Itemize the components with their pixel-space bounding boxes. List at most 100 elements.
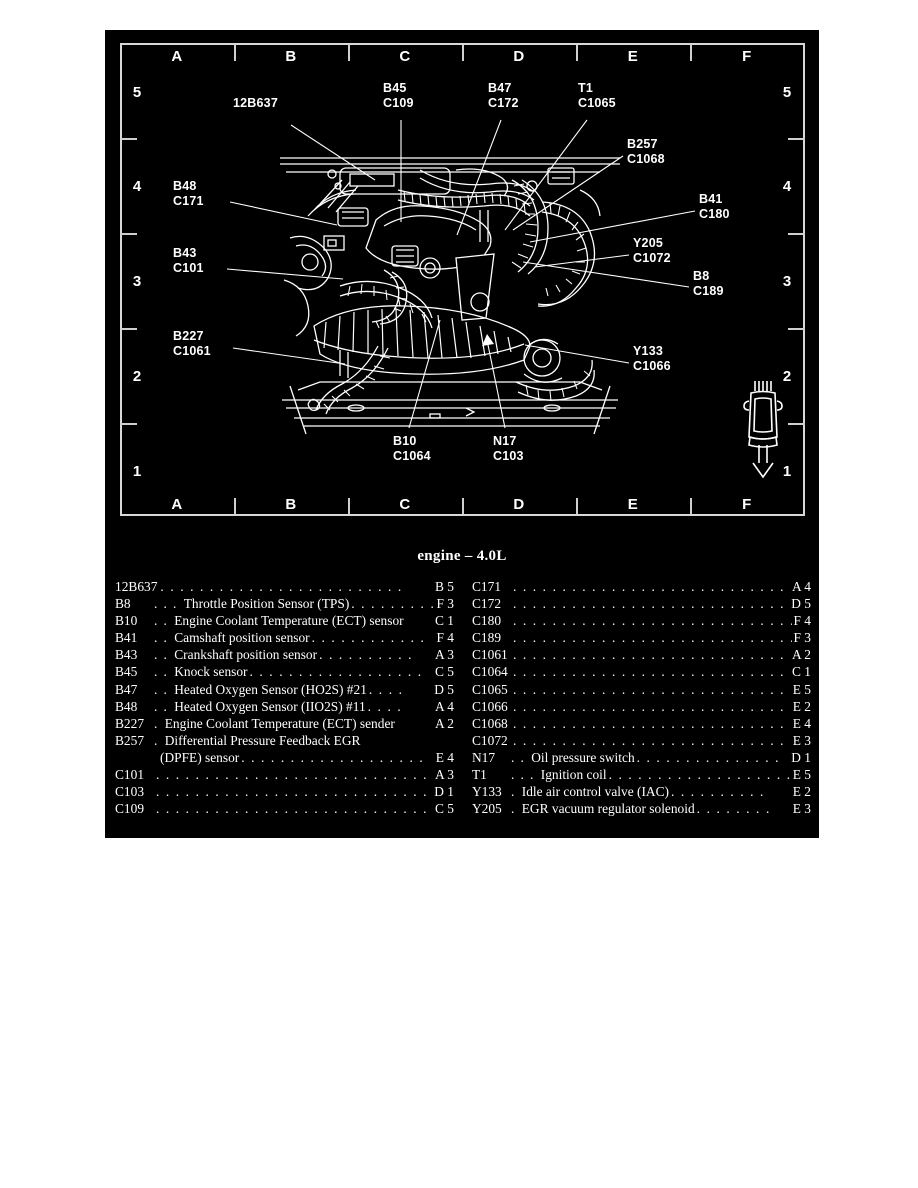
legend-description: Heated Oxygen Sensor (HO2S) #21 — [174, 681, 367, 697]
callout-line: C172 — [488, 96, 519, 110]
grid-row-label-left-2: 2 — [132, 368, 142, 385]
legend-grid-ref: E 3 — [792, 732, 811, 748]
legend-row: C1066 . . . . . . . . . . . . . . . . . .… — [472, 698, 811, 715]
callout-line: Y133 — [633, 344, 663, 358]
legend-dot-leader: . . . . . . . . . . . . . . . . . . . . … — [513, 698, 786, 714]
legend-row: B43. .Crankshaft position sensor. . . . … — [115, 646, 454, 663]
grid-col-label-top-d: D — [513, 48, 525, 65]
legend-grid-ref: E 3 — [792, 801, 811, 817]
legend-row: C171. . . . . . . . . . . . . . . . . . … — [472, 578, 811, 595]
legend-row: Y133.Idle air control valve (IAC). . . .… — [472, 783, 811, 800]
legend-dot-leader: . . . . . . . . . . . . . . . . . . . . … — [513, 664, 786, 680]
grid-col-tick — [348, 498, 350, 514]
grid-col-tick — [234, 498, 236, 514]
legend-dot-leader: . . . . — [367, 698, 403, 714]
legend-row: C189. . . . . . . . . . . . . . . . . . … — [472, 629, 811, 646]
legend-dot-leader: . . . . . . . . . . . . . . . . . . . . … — [156, 801, 434, 817]
grid-col-label-bottom-d: D — [513, 496, 525, 513]
engine-bay-illustration — [280, 157, 620, 435]
legend-grid-ref: A 4 — [435, 698, 454, 714]
legend-grid-ref: F 4 — [436, 630, 455, 646]
legend-column-right: C171. . . . . . . . . . . . . . . . . . … — [462, 578, 819, 817]
legend-description: Ignition coil — [540, 767, 607, 783]
grid-row-label-left-5: 5 — [132, 84, 142, 101]
legend-code-dots: . . . — [511, 767, 535, 783]
grid-row-label-right-3: 3 — [782, 273, 792, 290]
legend-grid-ref: D 5 — [791, 596, 811, 612]
legend-row: C1064. . . . . . . . . . . . . . . . . .… — [472, 663, 811, 680]
grid-col-tick — [576, 498, 578, 514]
grid-col-tick — [234, 45, 236, 61]
legend-dot-leader: . . . . . . . . . . . . . . . . . . . . … — [513, 647, 786, 663]
grid-row-tick — [788, 138, 805, 140]
legend-code: B10 — [115, 613, 138, 629]
grid-frame-right — [803, 43, 805, 516]
grid-row-label-right-4: 4 — [782, 178, 792, 195]
legend-code: C1072 — [472, 732, 508, 748]
figure-title: engine – 4.0L — [417, 548, 507, 564]
callout-line: C101 — [173, 261, 204, 275]
legend-row: B227. Engine Coolant Temperature (ECT) se… — [115, 715, 454, 732]
component-locator-grid: A B C D E F A B C D E F 5 4 3 2 1 5 4 3 … — [105, 30, 819, 530]
legend-row: Y205.EGR vacuum regulator solenoid. . . … — [472, 800, 811, 817]
legend-code: 12B637 — [115, 579, 158, 594]
grid-row-tick — [788, 423, 805, 425]
callout-b48: B48 C171 — [173, 179, 204, 209]
legend-row: C180. . . . . . . . . . . . . . . . . . … — [472, 612, 811, 629]
figure-panel: A B C D E F A B C D E F 5 4 3 2 1 5 4 3 … — [105, 30, 819, 838]
legend-dot-leader: . . . . . . . . . . — [319, 647, 414, 663]
legend-dot-leader: . . . . . . . . — [696, 801, 771, 817]
legend-description: Differential Pressure Feedback EGR — [164, 732, 361, 748]
legend-row: B8. . .Throttle Position Sensor (TPS). .… — [115, 595, 454, 612]
legend-dot-leader: . . . . . . . . . . . . . . . . . . . . … — [513, 715, 786, 731]
legend-code: C189 — [472, 630, 502, 646]
grid-col-label-top-f: F — [742, 48, 752, 65]
legend-code: B227 — [115, 715, 145, 731]
legend-description: Oil pressure switch — [531, 749, 635, 765]
legend-description: Heated Oxygen Sensor (IIO2S) #11 — [174, 698, 366, 714]
callout-b257: B257 C1068 — [627, 137, 665, 167]
legend-code: B48 — [115, 698, 138, 714]
legend-code: C180 — [472, 613, 502, 629]
grid-frame-top — [120, 43, 805, 45]
legend-grid-ref: C 5 — [435, 664, 454, 680]
legend-grid-ref: D 1 — [434, 784, 454, 800]
legend-row: 12B637. . . . . . . . . . . . . . . . . … — [115, 578, 454, 595]
legend-code-dots: . — [154, 715, 159, 731]
grid-row-label-left-1: 1 — [132, 463, 142, 480]
legend-grid-ref: C 1 — [435, 613, 454, 629]
legend-grid-ref: E 4 — [792, 715, 811, 731]
legend-grid-ref: C 5 — [435, 801, 454, 817]
legend-dot-leader: . . . . . . . . . . . . . . . . . . . . … — [513, 732, 786, 748]
legend-dot-leader: . . . . . . . . . . . . . . . . . . . . … — [513, 596, 790, 612]
callout-line: C103 — [493, 449, 524, 463]
callout-y133: Y133 C1066 — [633, 344, 671, 374]
legend-grid-ref: C 1 — [792, 664, 811, 680]
grid-row-label-right-5: 5 — [782, 84, 792, 101]
legend-dot-leader: . . . . . . . . . . . . — [311, 630, 426, 646]
legend-code: Y133 — [472, 784, 502, 800]
legend-row: B10. .Engine Coolant Temperature (ECT) s… — [115, 612, 454, 629]
grid-col-tick — [462, 45, 464, 61]
legend-description: Camshaft position sensor — [174, 630, 310, 646]
legend-row: B257.Differential Pressure Feedback EGR — [115, 732, 454, 749]
callout-line: C1065 — [578, 96, 616, 110]
legend-row: (DPFE) sensor. . . . . . . . . . . . . .… — [115, 749, 454, 766]
grid-col-label-bottom-e: E — [627, 496, 639, 513]
legend-dot-leader: . . . . . . . . . . — [671, 784, 766, 800]
grid-row-label-left-3: 3 — [132, 273, 142, 290]
callout-line: B227 — [173, 329, 204, 343]
legend-code-dots: . . . — [154, 596, 178, 612]
legend-code: C1065 — [472, 681, 508, 697]
callout-line: T1 — [578, 81, 593, 95]
legend-code: C1066 — [472, 698, 508, 714]
legend-row: B47. .Heated Oxygen Sensor (HO2S) #21. .… — [115, 681, 454, 698]
legend-description: Engine Coolant Temperature (ECT) sender — [164, 715, 395, 731]
grid-col-label-bottom-c: C — [399, 496, 411, 513]
legend-grid-ref: A 2 — [435, 715, 454, 731]
legend-grid-ref: E 5 — [792, 681, 811, 697]
legend-row: B41. .Camshaft position sensor. . . . . … — [115, 629, 454, 646]
legend-grid-ref: D 1 — [791, 749, 811, 765]
grid-frame-bottom — [120, 514, 805, 516]
legend-row: B45. .Knock sensor. . . . . . . . . . . … — [115, 663, 454, 680]
